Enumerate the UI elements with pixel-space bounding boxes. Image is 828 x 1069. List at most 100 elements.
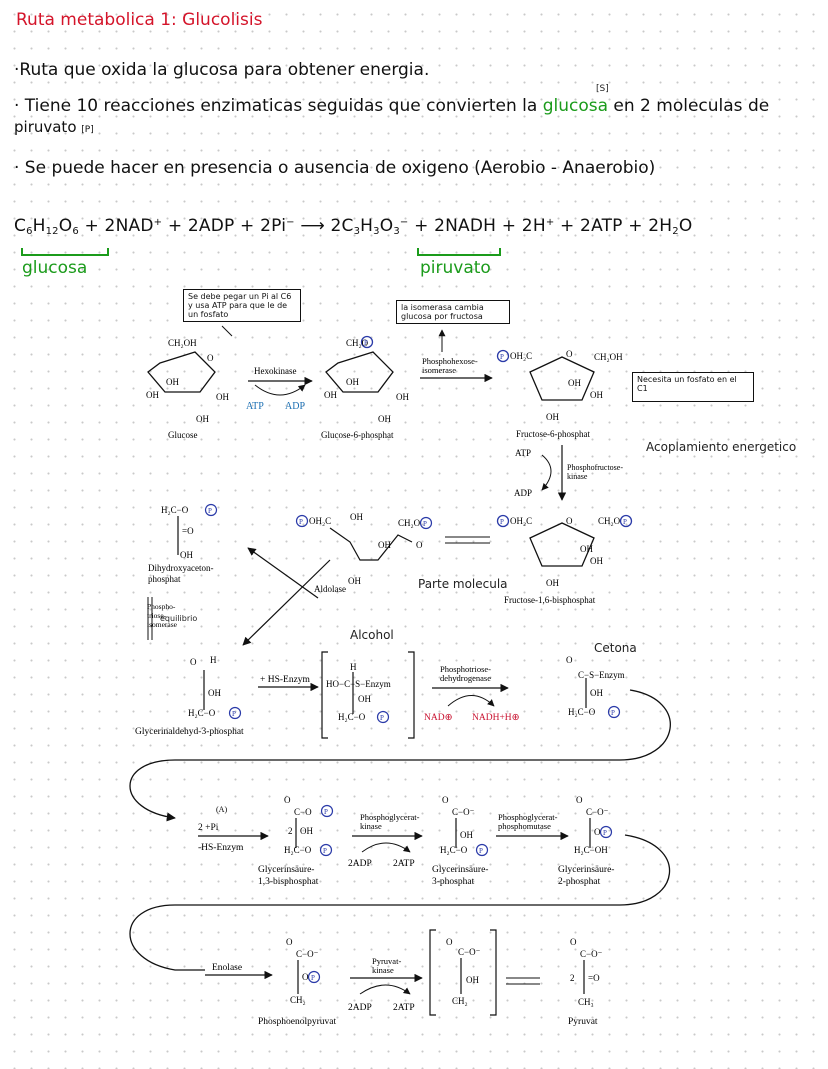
hexokinase-label: Hexokinase [254, 366, 297, 376]
svg-text:CH₂O: CH₂O [346, 338, 369, 348]
f16bp-label: Fructose-1,6-bisphosphat [504, 595, 596, 605]
svg-text:OH: OH [350, 512, 363, 522]
svg-text:CH₂: CH₂ [290, 995, 306, 1005]
pgk-label-2: kinase [360, 821, 382, 831]
svg-text:OH: OH [460, 830, 473, 840]
svg-text:O: O [570, 937, 577, 947]
svg-text:P: P [479, 847, 483, 855]
pyruvate-label: Pyruvat [568, 1017, 598, 1027]
svg-text:CH₂OH: CH₂OH [594, 352, 623, 362]
note-parte-molecula: Parte molecula [418, 577, 508, 591]
svg-text:O: O [190, 657, 197, 667]
pep-label: Phosphoenolpyruvat [258, 1017, 336, 1027]
thioester-structure [585, 678, 621, 719]
gapdh-label-1: Phosphotriose- [440, 664, 491, 674]
g6p-label: Glucose-6-phosphat [321, 430, 394, 440]
svg-text:OH: OH [346, 377, 359, 387]
svg-text:O: O [286, 937, 293, 947]
svg-text:OH: OH [208, 688, 221, 698]
bullet-3: · Se puede hacer en presencia o ausencia… [14, 158, 656, 178]
marker-p: [P] [81, 125, 94, 135]
gap-structure [203, 670, 242, 720]
svg-text:P: P [364, 339, 368, 347]
p3g-label-2: 3-phosphat [432, 877, 475, 887]
dhap-label-2: phosphat [148, 574, 181, 584]
svg-text:OH: OH [358, 694, 371, 704]
svg-text:P: P [500, 353, 504, 361]
svg-text:P: P [603, 829, 607, 837]
adp-pfk: ADP [514, 488, 532, 498]
note-cetona: Cetona [594, 641, 637, 655]
svg-text:P: P [380, 714, 384, 722]
pep-structure [297, 960, 321, 994]
atp-hexokinase: ATP [246, 401, 264, 412]
svg-text:H₂C−O: H₂C−O [284, 845, 312, 855]
bullet-2-line2: piruvato [P] [14, 118, 94, 136]
svg-text:OH₂C: OH₂C [510, 516, 532, 526]
atp-pfk: ATP [515, 448, 531, 458]
note-equilibrio: equilibrio [160, 614, 198, 623]
svg-text:O: O [566, 655, 573, 665]
note-atp: Se debe pegar un Pi al C6 y usa ATP para… [183, 289, 301, 322]
gap-label: Glycerinaldehyd-3-phosphat [135, 727, 244, 737]
adp-pk: 2ADP [348, 1003, 372, 1013]
svg-text:OH: OH [590, 688, 603, 698]
p2g-label-2: 2-phosphat [558, 877, 601, 887]
bullet-2: · Tiene 10 reacciones enzimaticas seguid… [14, 96, 769, 116]
svg-text:P: P [232, 710, 236, 718]
svg-text:OH: OH [378, 414, 391, 424]
svg-text:P: P [623, 518, 627, 526]
svg-text:O: O [594, 827, 601, 837]
svg-text:2: 2 [288, 826, 293, 836]
pi-label: 2 +Pi [198, 823, 219, 833]
svg-text:OH: OH [590, 556, 603, 566]
p3g-structure [455, 818, 489, 857]
pfk-label-2: kinase [567, 472, 588, 481]
svg-text:OH: OH [146, 390, 159, 400]
svg-text:OH: OH [590, 390, 603, 400]
svg-text:P: P [208, 507, 212, 515]
svg-text:C−O⁻: C−O⁻ [296, 949, 319, 959]
nadh-label: NADH+H⊕ [472, 713, 520, 723]
dhap-label-1: Dihydroxyaceton- [148, 563, 213, 573]
svg-text:OH: OH [466, 975, 479, 985]
svg-text:=O: =O [588, 973, 600, 983]
phi-label-2: isomerase [422, 365, 456, 375]
svg-text:H: H [210, 655, 217, 665]
bullet-2-pre: · Tiene 10 reacciones enzimaticas seguid… [14, 96, 543, 116]
note-fosfato: Necesita un fosfato en el C1 [632, 372, 754, 402]
svg-text:P: P [611, 709, 615, 717]
atp-pk: 2ATP [393, 1003, 415, 1013]
svg-text:C−O⁻: C−O⁻ [586, 807, 609, 817]
adp-hexokinase: ADP [285, 401, 305, 412]
svg-text:OH: OH [580, 544, 593, 554]
svg-text:P: P [423, 520, 427, 528]
svg-text:=O: =O [182, 526, 194, 536]
svg-text:P: P [299, 518, 303, 526]
p2g-structure [589, 818, 613, 848]
glucose-structure [147, 351, 216, 393]
svg-text:HO−C−S−Enzym: HO−C−S−Enzym [326, 679, 391, 689]
bullet-2-piruvato: piruvato [14, 118, 77, 136]
svg-text:O: O [207, 353, 214, 363]
svg-text:OH₂C: OH₂C [510, 351, 532, 361]
phi-label-1: Phosphohexose- [422, 356, 478, 366]
note-isomerasa: la isomerasa cambia glucosa por fructosa [396, 300, 510, 324]
aldolase-label: Aldolase [314, 584, 346, 594]
svg-text:OH: OH [396, 392, 409, 402]
svg-text:C−O⁻: C−O⁻ [458, 947, 481, 957]
tim-label-3: isomerase [147, 620, 178, 629]
svg-text:OH: OH [216, 392, 229, 402]
note-alcohol: Alcohol [350, 628, 394, 642]
enolpyruvate-structure [429, 929, 497, 1016]
bpg-label-1: Glycerinsäure- [258, 865, 314, 875]
svg-text:H₂C−O: H₂C−O [440, 845, 468, 855]
pgm-label-1: Phosphoglycerat- [498, 812, 558, 822]
svg-text:H₂C−O: H₂C−O [188, 708, 216, 718]
f6p-label: Fructose-6-phosphat [516, 429, 590, 439]
svg-text:O: O [284, 795, 291, 805]
enolase-label: Enolase [212, 963, 242, 973]
svg-text:C−S−Enzym: C−S−Enzym [578, 670, 625, 680]
svg-text:(A): (A) [216, 805, 227, 814]
